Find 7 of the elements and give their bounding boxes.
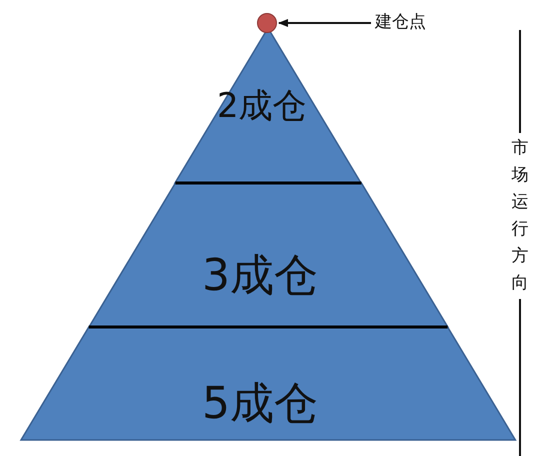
tier-label: 5成仓	[202, 376, 318, 431]
start-point-circle	[257, 13, 277, 33]
tier-label: 3成仓	[202, 248, 318, 303]
arrow	[278, 19, 371, 27]
callout-text: 建仓点	[375, 10, 426, 33]
direction-label: 市场运行方向	[510, 133, 530, 299]
tier-label: 2成仓	[217, 84, 307, 128]
